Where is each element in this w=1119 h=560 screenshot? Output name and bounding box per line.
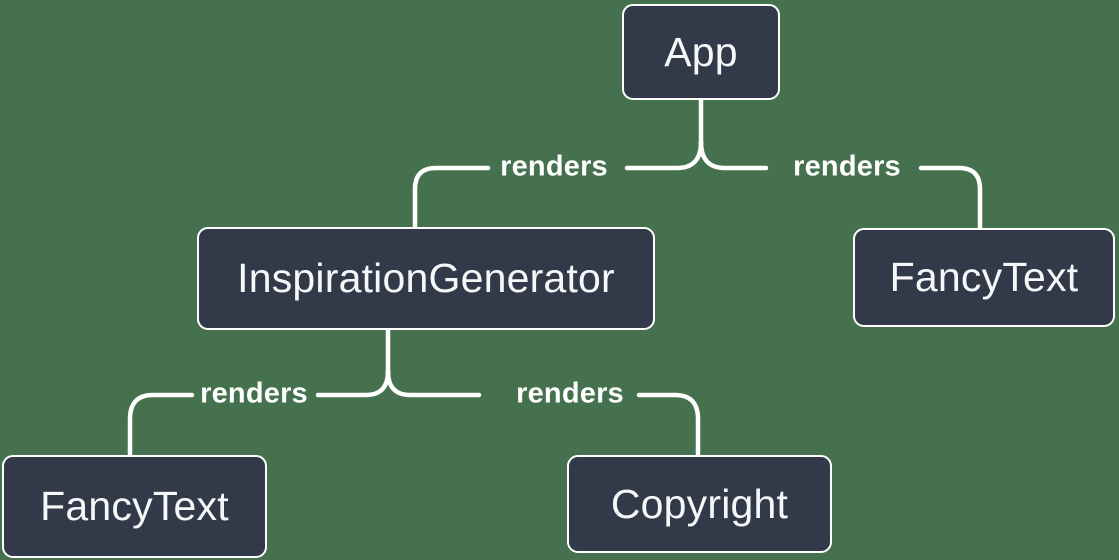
node-app: App	[622, 4, 780, 100]
edge-label-app-inspirationgenerator: renders	[500, 150, 608, 183]
edge-label-inspirationgenerator-fancytext: renders	[200, 377, 308, 410]
node-copyright-label: Copyright	[610, 480, 789, 527]
node-inspiration-generator: InspirationGenerator	[197, 227, 655, 330]
node-inspiration-generator-label: InspirationGenerator	[237, 255, 615, 301]
node-app-label: App	[664, 28, 738, 75]
node-fancy-text-bottom: FancyText	[2, 455, 267, 558]
edge-label-inspirationgenerator-copyright: renders	[516, 377, 624, 410]
node-fancy-text-bottom-label: FancyText	[40, 483, 229, 529]
node-fancy-text-top: FancyText	[853, 228, 1115, 327]
node-fancy-text-top-label: FancyText	[889, 254, 1079, 300]
edge-label-app-fancytext: renders	[793, 150, 901, 183]
node-copyright: Copyright	[567, 455, 832, 553]
